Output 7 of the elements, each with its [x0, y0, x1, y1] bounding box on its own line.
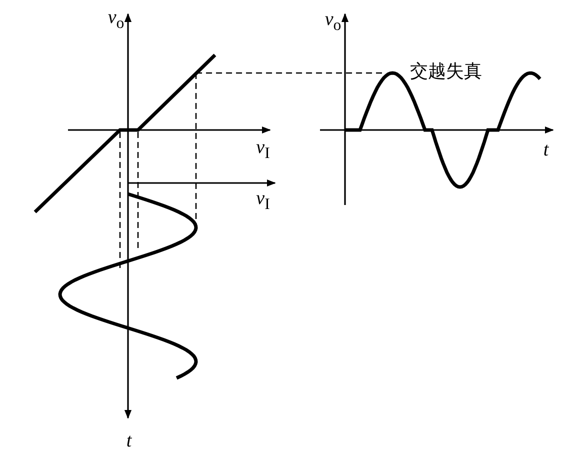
axis-label: v$_{o}$ — [324, 10, 342, 34]
axis-label: t — [543, 140, 549, 160]
axis-label: v$_{o}$ — [108, 8, 124, 32]
axis-label: v$_{I}$ — [256, 138, 270, 162]
axis-label: v$_{I}$ — [256, 189, 270, 213]
annotation: 交越失真 — [410, 63, 482, 81]
axis-label: t — [126, 432, 132, 450]
